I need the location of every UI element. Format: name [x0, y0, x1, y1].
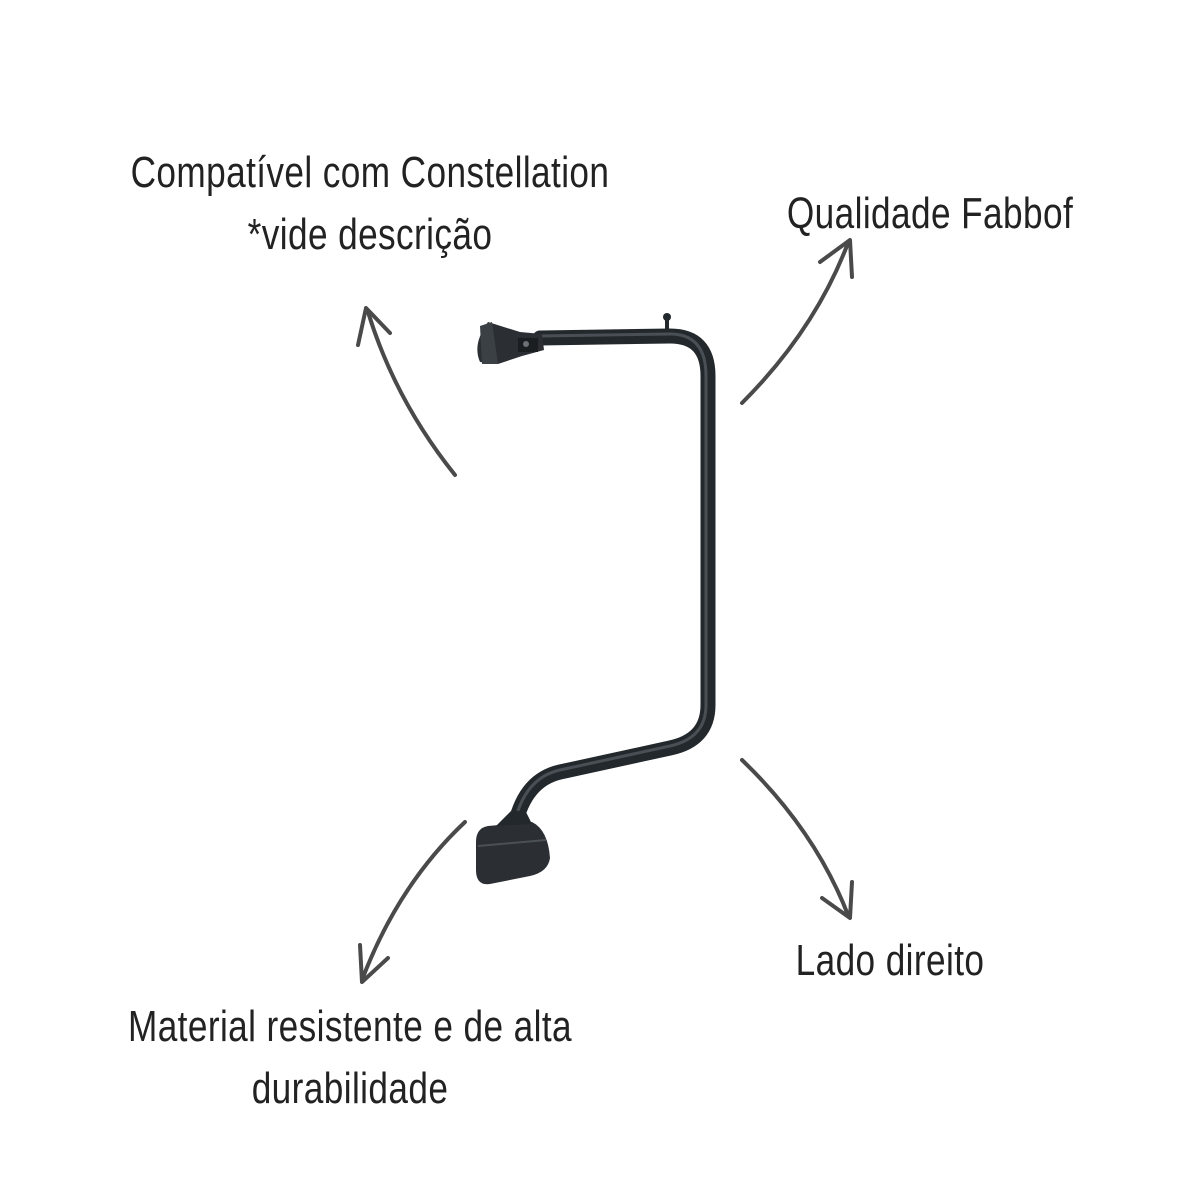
side-text: Lado direito: [795, 936, 985, 985]
quality-label: Qualidade Fabbof: [762, 183, 1098, 245]
side-label: Lado direito: [738, 930, 1042, 992]
curved-arrow-down-right-icon: [740, 758, 854, 920]
compatibility-line-2: *vide descrição: [247, 210, 493, 259]
material-line-2: durabilidade: [251, 1064, 449, 1113]
material-label: Material resistente e de alta durabilida…: [102, 996, 598, 1120]
curved-arrow-down-left-icon: [358, 820, 467, 984]
compatibility-label: Compatível com Constellation *vide descr…: [122, 142, 618, 266]
curved-arrow-up-left-icon: [356, 306, 457, 477]
material-line-1: Material resistente e de alta: [127, 1002, 573, 1051]
mirror-arm-bracket-icon: [476, 313, 716, 885]
compatibility-line-1: Compatível com Constellation: [130, 148, 610, 197]
curved-arrow-up-right-icon: [740, 238, 854, 405]
quality-text: Qualidade Fabbof: [786, 189, 1074, 238]
